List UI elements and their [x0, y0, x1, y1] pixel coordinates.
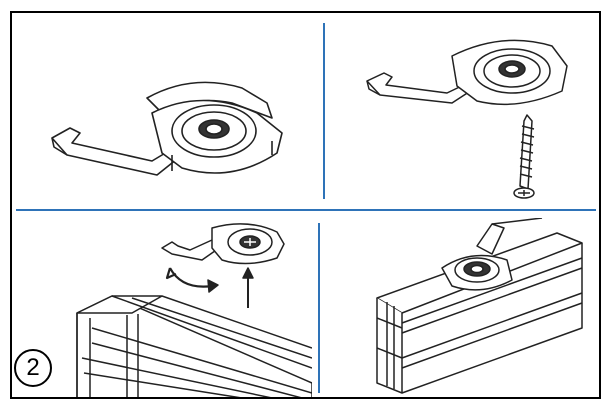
instruction-frame [10, 11, 601, 399]
panel-bracket-screw [352, 21, 592, 201]
panel-bracket-clip [32, 43, 302, 193]
bracket-clip-illustration [51, 81, 283, 176]
panel-rotate-onto-rail [72, 218, 312, 397]
panel-clip-mounted [342, 218, 597, 397]
bracket-screw-illustration [366, 39, 568, 199]
rotate-clip-illustration [76, 223, 312, 397]
horizontal-divider [16, 209, 596, 211]
step-number-badge: 2 [14, 349, 52, 387]
vertical-divider-top [323, 23, 325, 199]
clip-mounted-illustration [376, 218, 583, 394]
vertical-divider-bottom [318, 223, 320, 393]
